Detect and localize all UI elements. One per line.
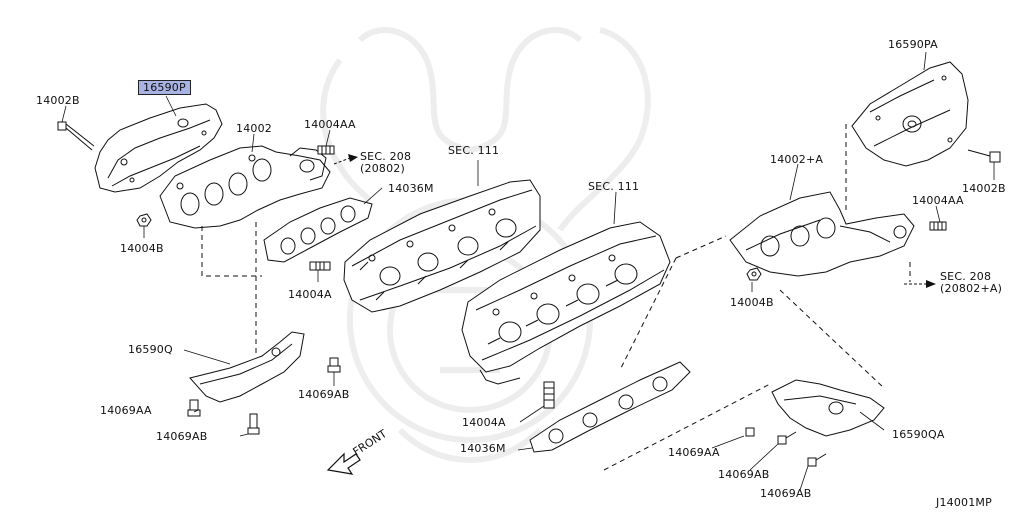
stud-14004a-upper <box>309 261 331 271</box>
nut-14004b-left <box>136 213 152 227</box>
label-14002a: 14002+A <box>770 153 824 166</box>
label-14004b-right: 14004B <box>730 296 774 309</box>
diagram-code: J14001MP <box>936 496 992 509</box>
bolt-14002b-left <box>57 121 95 151</box>
lower-heat-shield-right <box>771 379 885 437</box>
label-sec111-right: SEC. 111 <box>588 180 640 193</box>
lower-heat-shield-left <box>189 331 305 403</box>
front-label: FRONT <box>351 427 390 459</box>
label-16590pa: 16590PA <box>888 38 938 51</box>
bolt-14069aa-left <box>187 399 201 417</box>
label-sec208-left: SEC. 208 <box>360 150 412 163</box>
sec208-left-arrow <box>333 154 358 165</box>
label-14004aa-left: 14004AA <box>304 118 356 131</box>
label-14069aa-right: 14069AA <box>668 446 720 459</box>
label-14004aa-right: 14004AA <box>912 194 964 207</box>
label-14002b-right: 14002B <box>962 182 1006 195</box>
gasket-14036m-upper <box>263 197 373 263</box>
front-arrow-icon <box>326 452 361 475</box>
cylinder-head-right <box>461 221 671 385</box>
nut-14004b-right <box>746 267 762 281</box>
sec208-right-arrow <box>904 280 936 288</box>
bolt-14002b-right <box>967 149 1001 163</box>
left-exhaust-manifold <box>159 145 331 229</box>
bolt-14069ab-mid <box>327 357 341 373</box>
label-14069ab-right-1: 14069AB <box>718 468 770 481</box>
label-14036m-lower: 14036M <box>460 442 506 455</box>
label-14069ab-right-2: 14069AB <box>760 487 812 500</box>
label-14069ab-mid: 14069AB <box>298 388 350 401</box>
right-exhaust-manifold <box>729 191 915 277</box>
label-sec208-right-code: (20802+A) <box>940 282 1003 295</box>
leader-lines <box>61 51 995 491</box>
stud-14004aa-left <box>317 145 335 155</box>
right-heat-shield-upper <box>851 61 969 167</box>
stud-14004a-lower <box>543 381 555 409</box>
bolt-14069aa-right <box>745 427 755 437</box>
bolt-14069ab-right-1 <box>777 431 797 445</box>
gasket-14036m-lower <box>529 361 691 453</box>
label-14004a-lower: 14004A <box>462 416 506 429</box>
bolt-14069ab-right-2 <box>807 453 827 467</box>
label-14069aa-left: 14069AA <box>100 404 152 417</box>
label-14002b-left: 14002B <box>36 94 80 107</box>
stud-14004aa-right <box>929 221 947 231</box>
label-14036m-upper: 14036M <box>388 182 434 195</box>
bolt-14069ab-left <box>247 413 260 435</box>
reference-dashed-lines <box>201 124 911 471</box>
label-sec208-left-code: (20802) <box>360 162 405 175</box>
label-16590qa: 16590QA <box>892 428 945 441</box>
label-14004b-left: 14004B <box>120 242 164 255</box>
label-16590p: 16590P <box>138 80 191 95</box>
label-sec111-left: SEC. 111 <box>448 144 500 157</box>
label-14069ab-left: 14069AB <box>156 430 208 443</box>
label-14002: 14002 <box>236 122 272 135</box>
left-heat-shield-upper <box>94 103 223 193</box>
cylinder-head-left <box>343 179 541 313</box>
label-16590q: 16590Q <box>128 343 173 356</box>
label-14004a-upper: 14004A <box>288 288 332 301</box>
label-sec208-right: SEC. 208 <box>940 270 992 283</box>
